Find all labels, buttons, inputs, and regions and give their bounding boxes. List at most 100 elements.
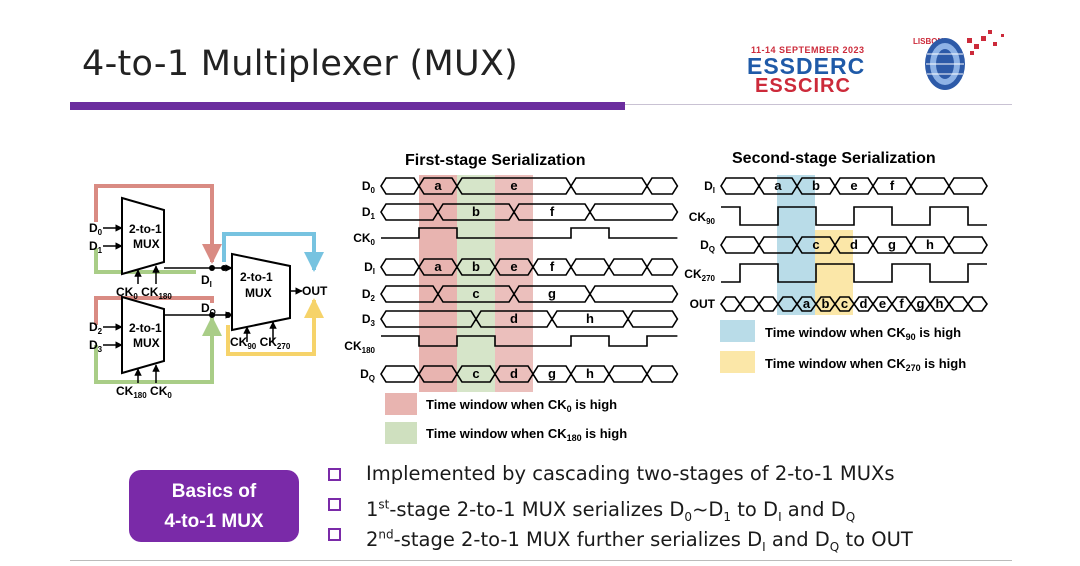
dq-bus (380, 365, 679, 383)
logo-esscirc: ESSCIRC (755, 75, 851, 96)
dq2-bus-value: d (850, 237, 858, 252)
bullet-3: 2nd-stage 2-to-1 MUX further serializes … (322, 519, 913, 554)
mux3-label-b: MUX (245, 286, 272, 300)
legend-first: Time window when CK0 is high Time window… (385, 393, 627, 444)
sig-d0-label: D0 (362, 179, 376, 195)
sig2-ck90-label: CK90 (689, 210, 716, 226)
second-stage-title: Second-stage Serialization (732, 150, 936, 167)
bullet-2: 1st-stage 2-to-1 MUX serializes D0~D1 to… (322, 489, 913, 524)
sig-dq-label: DQ (360, 367, 375, 383)
di-bus (380, 258, 679, 276)
d3-bus-value: h (586, 311, 594, 326)
ck0-wave (381, 227, 678, 239)
out-bus-value: e (879, 296, 886, 311)
sig2-out-label: OUT (690, 297, 716, 311)
di-label: DI (201, 273, 212, 289)
clk-top-label: CK0 CK180 (116, 285, 172, 301)
input-d3: D3 (89, 338, 103, 354)
mux1-label-b: MUX (133, 237, 160, 251)
d1-bus-value: f (550, 204, 555, 219)
slide-title: 4-to-1 Multiplexer (MUX) (82, 44, 519, 84)
sig2-ck270-label: CK270 (684, 267, 715, 283)
dq-bus-value: d (510, 366, 518, 381)
di-bus-value: a (434, 259, 442, 274)
out-bus-value: d (860, 296, 868, 311)
footer-rule (70, 560, 1012, 561)
sig-d3-label: D3 (362, 312, 376, 328)
sig2-dq-label: DQ (700, 238, 715, 254)
input-d2: D2 (89, 320, 103, 336)
mux2-label: 2-to-1 (129, 321, 162, 335)
di2-bus (720, 177, 988, 195)
logo-essderc: ESSDERC (747, 53, 865, 79)
sig2-di-label: DI (704, 179, 715, 195)
logo-city: LISBON (913, 37, 943, 46)
mux3-label: 2-to-1 (240, 270, 273, 284)
first-stage-title: First-stage Serialization (405, 152, 586, 169)
dq2-bus-value: g (888, 237, 896, 252)
dq2-bus-value: h (926, 237, 934, 252)
bullet-2-text: 1st-stage 2-to-1 MUX serializes D0~D1 to… (366, 497, 856, 524)
ck180-wave (381, 335, 678, 347)
d2-bus-value: g (548, 286, 556, 301)
d3-bus (380, 310, 679, 328)
legend-ck0-swatch (385, 393, 417, 415)
sig-d1-label: D1 (362, 205, 376, 221)
clk-bottom-label: CK180 CK0 (116, 384, 172, 400)
input-d0: D0 (89, 221, 103, 237)
bullet-1-text: Implemented by cascading two-stages of 2… (366, 462, 895, 485)
clk-second-label: CK90 CK270 (230, 335, 291, 351)
legend-ck270-swatch (720, 351, 755, 373)
out-bus-value: b (822, 296, 830, 311)
ck180-window (457, 175, 495, 392)
mux1-label: 2-to-1 (129, 222, 162, 236)
d1-bus (380, 203, 679, 221)
ck270-wave (721, 263, 987, 283)
out-bus-value: g (917, 296, 925, 311)
title-rule-thin (625, 104, 1012, 105)
d2-bus (380, 285, 679, 303)
di-bus-value: f (550, 259, 555, 274)
ck0-window (419, 175, 457, 392)
block-diagram: 2-to-1 MUX 2-to-1 MUX 2-to-1 MUX D0 D1 D… (89, 184, 328, 400)
input-d1: D1 (89, 239, 103, 255)
bullet-3-text: 2nd-stage 2-to-1 MUX further serializes … (366, 527, 913, 554)
dq2-bus (720, 236, 988, 254)
out-bus (720, 296, 988, 312)
out-bus-value: c (841, 296, 848, 311)
d2-bus-value: c (472, 286, 479, 301)
dq-bus-value: h (586, 366, 594, 381)
sig-d2-label: D2 (362, 287, 376, 303)
mux2-label-b: MUX (133, 336, 160, 350)
legend-ck180-text: Time window when CK180 is high (426, 426, 627, 443)
title-rule (70, 102, 625, 110)
d1-bus-value: b (472, 204, 480, 219)
sig-di-label: DI (364, 260, 375, 276)
bullet-box-icon (328, 468, 341, 481)
legend-ck270-text: Time window when CK270 is high (765, 356, 966, 373)
d0-bus-value: a (434, 178, 442, 193)
legend-ck90-swatch (720, 320, 755, 342)
d0-bus-value: e (510, 178, 517, 193)
bullet-1: Implemented by cascading two-stages of 2… (322, 459, 913, 489)
legend-ck0-text: Time window when CK0 is high (426, 397, 617, 414)
di2-bus-value: b (812, 178, 820, 193)
d3-bus-value: d (510, 311, 518, 326)
ck0-window-2 (495, 175, 533, 392)
dq-bus-value: c (472, 366, 479, 381)
badge-line2: 4-to-1 MUX (164, 511, 264, 532)
sig-ck180-label: CK180 (344, 339, 375, 355)
sig-ck0-label: CK0 (353, 231, 375, 247)
di2-bus-value: a (774, 178, 782, 193)
conference-logo: LISBON 11-14 SEPTEMBER 2023 ESSDERC ESSC… (747, 30, 1004, 96)
badge-line1: Basics of (171, 481, 257, 502)
legend-second: Time window when CK90 is high Time windo… (720, 320, 966, 373)
dq-bus-value: g (548, 366, 556, 381)
bullet-box-icon (328, 528, 341, 541)
logo-dates: 11-14 SEPTEMBER 2023 (751, 45, 865, 55)
summary-bullets: Implemented by cascading two-stages of 2… (322, 459, 913, 554)
ck90-window (777, 175, 815, 315)
legend-ck180-swatch (385, 422, 417, 444)
